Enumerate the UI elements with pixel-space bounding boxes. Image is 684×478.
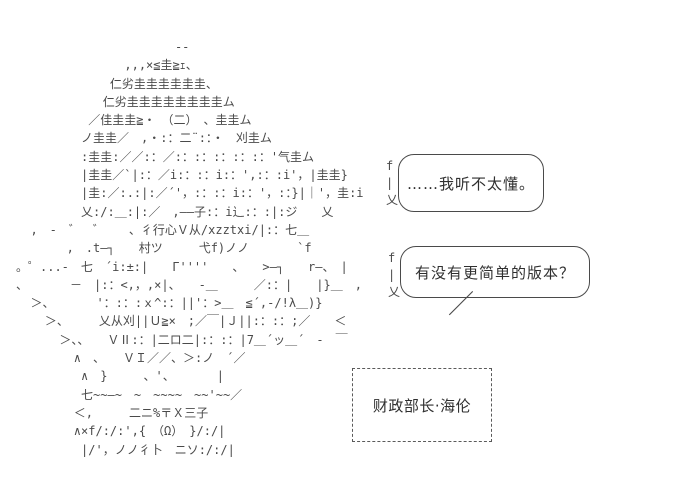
character-name-plate: 财政部长·海伦: [352, 368, 492, 442]
dialogue-text-1: ……我听不太懂。: [407, 174, 536, 193]
speech-bubble-pointer: ／: [448, 290, 475, 320]
dialogue-text-2: 有没有更简单的版本？: [414, 263, 575, 282]
character-name-text: 财政部长·海伦: [372, 396, 472, 415]
speech-bubble-tail: f | 乂: [386, 158, 399, 209]
speech-bubble-2: 有没有更简单的版本？: [400, 246, 590, 298]
speech-bubble-tail: f | 乂: [388, 250, 401, 301]
speech-bubble-1: ……我听不太懂。: [398, 154, 544, 212]
ascii-art-character: ‐- ,,,×≦圭≧ｪ、 仁劣圭圭圭圭圭圭、 仁劣圭圭圭圭圭圭圭圭ム ／佳圭圭≧…: [16, 40, 364, 457]
